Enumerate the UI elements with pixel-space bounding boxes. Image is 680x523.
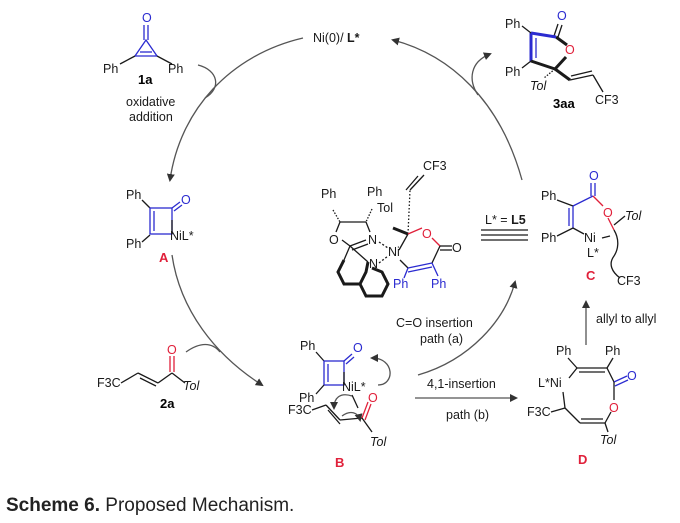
svg-text:L*: L* [587, 246, 599, 260]
svg-text:NiL*: NiL* [170, 229, 194, 243]
svg-text:Ph: Ph [168, 62, 183, 76]
svg-text:Ph: Ph [541, 189, 556, 203]
svg-text:O: O [589, 169, 599, 183]
intermediate-label-B: B [335, 455, 344, 470]
svg-text:F3C: F3C [97, 376, 121, 390]
svg-text:F3C: F3C [288, 403, 312, 417]
svg-text:O: O [557, 9, 567, 23]
cycle-arc-left-top [166, 37, 304, 182]
svg-text:Ph: Ph [605, 344, 620, 358]
svg-text:O: O [627, 369, 637, 383]
intermediate-B: Ph O NiL* Ph F3C O Tol B [288, 339, 391, 470]
svg-text:Ph: Ph [556, 344, 571, 358]
svg-text:CF3: CF3 [617, 274, 641, 288]
svg-text:Tol: Tol [370, 435, 387, 449]
svg-text:Ni: Ni [584, 231, 596, 245]
svg-text:Tol: Tol [600, 433, 617, 447]
product-release-arrow [471, 52, 492, 96]
intermediate-D: Ph Ph O O L*Ni F3C Tol D [527, 344, 637, 467]
caption-text: Proposed Mechanism. [100, 495, 295, 516]
compound-label-1a: 1a [138, 72, 153, 87]
svg-text:Ph: Ph [321, 187, 336, 201]
svg-text:Tol: Tol [183, 379, 200, 393]
intermediate-label-A: A [159, 250, 169, 265]
svg-text:Tol: Tol [530, 79, 547, 93]
ligand-definition: L* = L5 [485, 213, 526, 227]
compound-2a: F3C O Tol 2a [97, 343, 200, 411]
intermediate-C: O O Tol Ph Ph Ni L* CF3 C [541, 169, 642, 288]
substrate-2a-entry-arrow [185, 343, 221, 353]
svg-text:O: O [422, 227, 432, 241]
intermediate-label-D: D [578, 452, 587, 467]
svg-text:CF3: CF3 [423, 159, 447, 173]
cycle-arc-left-bottom [171, 254, 264, 387]
path-a-label-line1: C=O insertion [396, 316, 473, 330]
scheme-caption: Scheme 6. Proposed Mechanism. [6, 495, 294, 517]
svg-text:NiL*: NiL* [342, 380, 366, 394]
svg-text:CF3: CF3 [595, 93, 619, 107]
svg-text:Ph: Ph [367, 185, 382, 199]
svg-text:O: O [603, 206, 613, 220]
svg-text:Ph: Ph [505, 65, 520, 79]
svg-text:Tol: Tol [625, 209, 642, 223]
svg-text:N: N [368, 233, 377, 247]
path-a-arrow [417, 280, 518, 376]
path-b-label-line1: 4,1-insertion [427, 377, 496, 391]
ligand-complex: Ph Ph Tol CF3 O N Ni N O O [321, 159, 462, 298]
svg-text:Ph: Ph [393, 277, 408, 291]
step-label-oxidative: oxidative [126, 95, 175, 109]
compound-label-3aa: 3aa [553, 96, 575, 111]
svg-text:Ph: Ph [126, 188, 141, 202]
substrate-1a-entry-arrow [197, 64, 217, 99]
svg-text:O: O [181, 193, 191, 207]
product-3aa: O O Ph Ph Tol CF3 3aa [505, 9, 619, 111]
step-label-addition: addition [129, 110, 173, 124]
svg-text:O: O [609, 401, 619, 415]
path-b-label-line2: path (b) [446, 408, 489, 422]
caption-bold: Scheme 6. [6, 495, 100, 516]
svg-text:N: N [369, 257, 378, 271]
svg-text:L*Ni: L*Ni [538, 376, 562, 390]
compound-1a: O Ph Ph 1a [103, 11, 183, 87]
svg-text:O: O [167, 343, 177, 357]
step-label-allyl: allyl to allyl [596, 312, 656, 326]
svg-text:F3C: F3C [527, 405, 551, 419]
svg-text:Ph: Ph [431, 277, 446, 291]
svg-text:Ph: Ph [541, 231, 556, 245]
svg-text:O: O [353, 341, 363, 355]
svg-text:Ph: Ph [126, 237, 141, 251]
svg-text:O: O [452, 241, 462, 255]
intermediate-label-C: C [586, 268, 596, 283]
catalyst-label: Ni(0)/ L* [313, 31, 360, 45]
intermediate-A: Ph Ph O NiL* A [126, 188, 194, 265]
svg-text:O: O [368, 391, 378, 405]
cycle-arc-right [391, 37, 523, 181]
svg-text:O: O [329, 233, 339, 247]
compound-label-2a: 2a [160, 396, 175, 411]
svg-text:Ph: Ph [299, 391, 314, 405]
svg-text:O: O [565, 43, 575, 57]
svg-text:Tol: Tol [377, 201, 393, 215]
path-a-label-line2: path (a) [420, 332, 463, 346]
svg-text:Ph: Ph [505, 17, 520, 31]
svg-text:Ph: Ph [103, 62, 118, 76]
svg-text:Ni: Ni [388, 245, 400, 259]
oxygen-atom: O [142, 11, 152, 25]
svg-text:Ph: Ph [300, 339, 315, 353]
